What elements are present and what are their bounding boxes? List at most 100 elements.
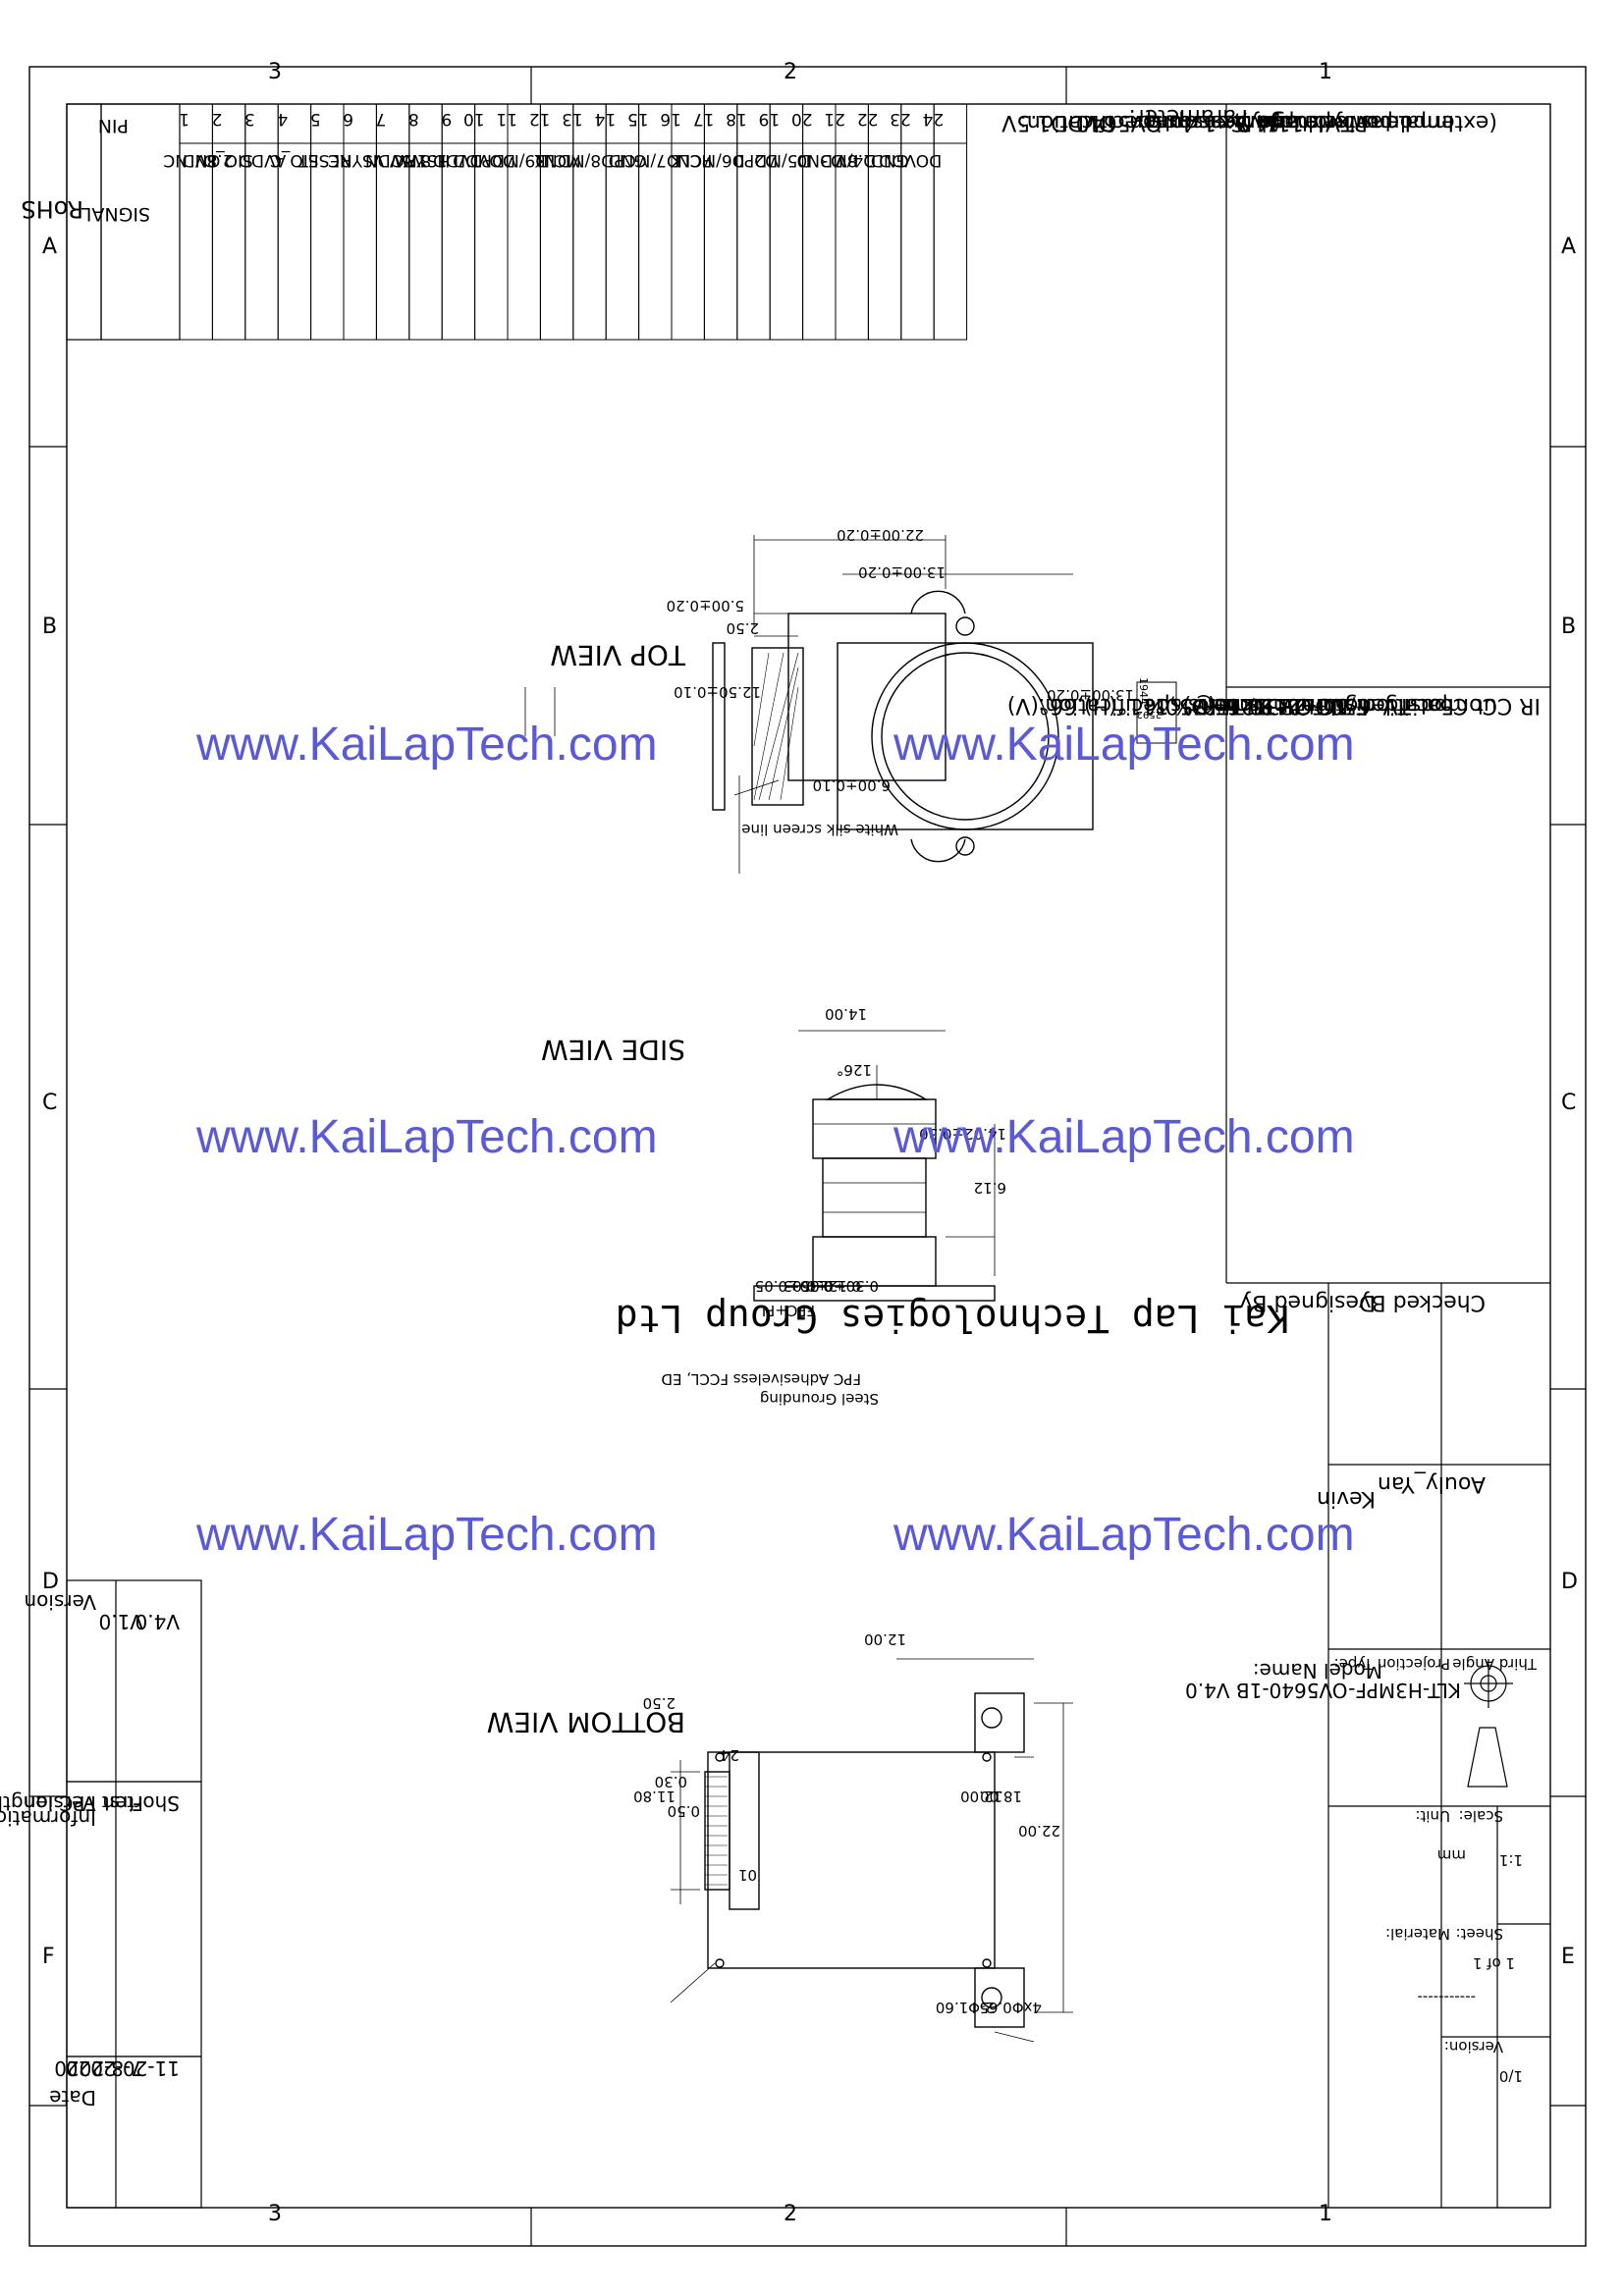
version-v4: V4.0 [135,1610,181,1633]
side-view: SIDE VIEW 14.00 126° 14.02±0.30 6.12 0.3… [541,1005,1006,1408]
version-v1: V1.0 [99,1610,144,1633]
pin-number: 8 [408,109,419,129]
pin-row [244,103,279,341]
row-marker-e-left: E [1561,1945,1575,1969]
watermark-3: www.KaiLapTech.com [196,1111,658,1163]
pin-signal: GND [182,150,220,170]
parameter-title: Parameter: [1129,104,1248,129]
top-dim-2-5: 2.50 [727,619,759,637]
lens-line-4: Focal length: 2.15mm [1218,693,1454,718]
sheet-value: 1 of 1 [1473,1954,1515,1972]
model-name: KLT-H3MPF-OV5640-1B V4.0 [1185,1679,1461,1702]
pin-row [539,103,574,341]
pin-row [408,103,443,341]
date-header: Date [49,2086,96,2109]
pin-signal: HSYNC [393,150,451,170]
label-code-2592: 2592 [1137,709,1162,720]
info-v1: First Version [24,1791,143,1815]
top-view: TOP VIEW 22.00±0.20 13.00±0.20 5.00±0.20… [524,526,1177,874]
designer-name: Kevin [1317,1486,1376,1511]
version-table: Version Information Date V1.0 V4.0 First… [0,1579,202,2209]
watermark-1: www.KaiLapTech.com [196,719,658,771]
pin-row [441,103,476,341]
pin-number: 3 [244,109,255,129]
pin-row [933,103,968,341]
side-view-title: SIDE VIEW [541,1034,685,1066]
third-angle-symbol [1464,1659,1513,1788]
rohs-label: RoHS [21,195,83,223]
side-dim-0-12: 0.12±0.03 [784,1277,861,1295]
sensor-line-4: Important Voltage Description: DVDD1.5V [1001,110,1454,134]
pin-number: 12 [529,109,551,129]
bottom-pin-01: 01 [738,1866,757,1884]
lens-heading: 2、Lens specification: [1038,693,1273,718]
pin-signal: PCLK [670,150,713,170]
pin-signal: SIO_D [203,150,253,170]
pin-number: 2 [212,109,223,129]
pin-number: 6 [343,109,353,129]
top-dim-12-5: 12.50±0.10 [674,683,761,701]
pin-row [572,103,607,341]
pin-signal: D4/MDN0 [796,150,876,170]
pin-row [867,103,902,341]
sensor-line-5: (external power supply); [1232,110,1497,134]
lens-line-1: FOV: 126°(D) ,111°(H),66°(V) [1007,693,1325,718]
pin-signal: DOVDD 1.8V [836,150,942,170]
top-silk-note: White silk screen line [741,821,898,838]
col-marker-3-top: 3 [268,60,282,84]
information-header: Information [0,1806,96,1830]
date-v1: 7-8-2020 [54,2056,143,2080]
bottom-view: BOTTOM VIEW 12.00 22.00 18.00 12.00 2.50 [487,1630,1073,2043]
col-marker-2-bottom: 2 [784,2202,797,2226]
watermark-4: www.KaiLapTech.com [893,1111,1355,1163]
bottom-dim-18: 18.00 [980,1788,1022,1805]
pin-row [802,103,837,341]
material-value: ----------- [1417,1989,1476,2006]
pin-signal: GND [871,150,909,170]
title-block: Kai Lap Technologies Group Ltd Designed … [616,1283,1550,2208]
watermark-6: www.KaiLapTech.com [893,1509,1355,1561]
pin-row [474,103,509,341]
pin-signal: DOVDD 1.8V [409,150,515,170]
version-value: 1/0 [1499,2067,1523,2085]
top-dim-13-horiz: 13.00±0.20 [858,563,946,581]
material-label: Material: [1385,1925,1450,1943]
pin-number: 20 [791,109,813,129]
pin-signal: GND [609,150,647,170]
pin-signal: D5/MDP0 [733,150,810,170]
side-dim-14-02: 14.02±0.30 [919,1125,1006,1143]
side-pi-note: FPC+PI [762,1302,815,1319]
pin-signal: AVDD 2.8V [194,150,286,170]
pin-row [310,103,345,341]
sensor-line-1: Image Sensor: OV5640 [1076,110,1325,134]
pin-row [375,103,410,341]
pin-row [900,103,935,341]
pin-number: 10 [463,109,485,129]
top-dim-13-vert: 13.00±0.20 [1047,686,1134,704]
info-v4: Shorten FPC length [0,1791,180,1815]
pin-number: 11 [496,109,517,129]
top-dim-6: 6.00±0.10 [813,776,891,794]
bottom-dim-holes-large: 2-Φ1.60 [936,1999,995,2016]
col-marker-1-top: 1 [1319,60,1332,84]
row-marker-d-right: D [42,1570,59,1594]
bottom-dim-0-50: 0.50 [668,1802,700,1820]
pin-signal: MCLK [534,150,581,170]
pin-number: 21 [824,109,845,129]
watermark-5: www.KaiLapTech.com [196,1509,658,1561]
unit-label: Unit: [1415,1807,1450,1825]
label-code-1944: 1944 [1137,677,1150,705]
bottom-dim-11-8: 11.80 [633,1788,676,1805]
side-dim-14: 14.00 [825,1005,867,1023]
version-label: Version: [1444,2038,1503,2056]
pin-number: 23 [890,109,911,129]
bottom-dim-22: 22.00 [1018,1822,1060,1840]
pin-row [736,103,771,341]
pin-header: PIN [98,115,129,136]
third-angle-label: Third Angle [1452,1655,1538,1673]
sheet-label: Sheet: [1456,1925,1503,1943]
projection-type-label: Projection Type: [1334,1655,1450,1673]
pin-row [769,103,804,341]
